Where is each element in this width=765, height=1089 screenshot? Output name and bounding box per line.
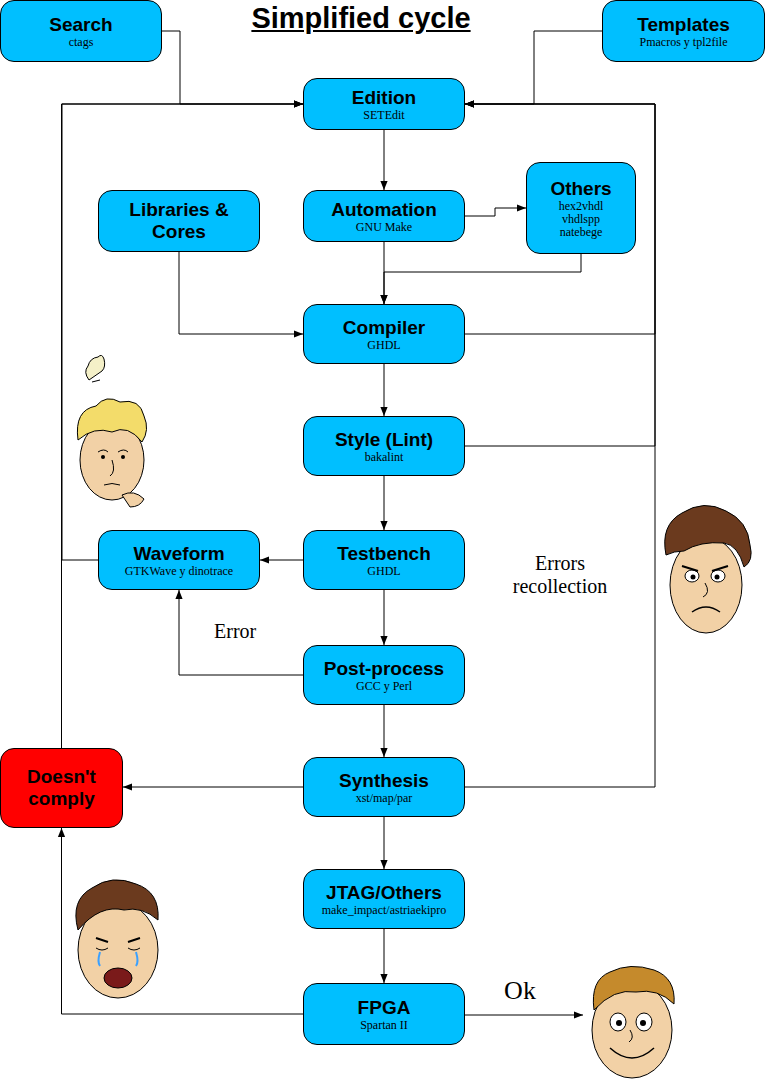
thinking-face — [77, 355, 146, 507]
flow-arrow — [62, 104, 304, 748]
process-box: TemplatesPmacros y tpl2file — [602, 0, 765, 62]
tool-name: hex2vhdl vhdlspp natebege — [541, 200, 621, 239]
step-name: Automation — [331, 199, 437, 221]
note-label: Errors recollection — [498, 552, 622, 598]
process-box: AutomationGNU Make — [303, 190, 465, 242]
process-box: Style (Lint)bakalint — [303, 416, 465, 476]
flow-arrow — [384, 130, 385, 190]
flow-arrow — [384, 242, 385, 304]
process-box: EditionSETEdit — [303, 78, 465, 130]
flow-arrow — [384, 929, 385, 983]
process-box: FPGASpartan II — [303, 983, 465, 1045]
tool-name: xst/map/par — [356, 792, 413, 805]
flow-arrow — [384, 254, 581, 304]
step-name: Doesn't comply — [7, 766, 116, 810]
flow-arrow — [384, 364, 385, 416]
step-name: Search — [49, 14, 112, 36]
ok-arrow — [465, 1015, 583, 1016]
process-box: Othershex2vhdl vhdlspp natebege — [526, 162, 636, 254]
flow-arrow — [162, 31, 303, 104]
process-box: TestbenchGHDL — [303, 530, 465, 590]
note-label: Ok — [490, 976, 550, 1006]
step-name: Waveform — [133, 543, 224, 565]
step-name: Compiler — [343, 317, 425, 339]
tool-name: GNU Make — [356, 221, 412, 234]
tool-name: GHDL — [367, 339, 400, 352]
process-box: WaveformGTKWave y dinotrace — [98, 530, 260, 590]
step-name: FPGA — [358, 997, 411, 1019]
step-name: Synthesis — [339, 770, 429, 792]
flow-arrow — [465, 31, 602, 104]
flow-arrow — [465, 208, 526, 216]
flow-arrow — [465, 104, 655, 446]
flow-arrow — [62, 828, 304, 1014]
step-name: Style (Lint) — [335, 429, 433, 451]
flow-arrow — [123, 787, 303, 788]
angry-face — [665, 505, 751, 633]
failure-box: Doesn't comply — [0, 748, 123, 828]
step-name: Post-process — [324, 658, 444, 680]
tool-name: GCC y Perl — [356, 680, 412, 693]
step-name: JTAG/Others — [326, 882, 442, 904]
process-box: Libraries & Cores — [98, 190, 260, 252]
tool-name: bakalint — [365, 451, 404, 464]
tool-name: SETEdit — [363, 109, 404, 122]
crying-face — [76, 880, 158, 998]
process-box: Post-processGCC y Perl — [303, 645, 465, 705]
flow-arrow — [465, 104, 655, 334]
flow-arrow — [260, 560, 303, 561]
flow-arrow — [179, 252, 303, 334]
process-box: Synthesisxst/map/par — [303, 757, 465, 817]
process-box: JTAG/Othersmake_impact/astriaekipro — [303, 869, 465, 929]
tool-name: GTKWave y dinotrace — [125, 565, 233, 578]
diagram-title: Simplified cycle — [200, 2, 522, 35]
flow-arrow — [384, 817, 385, 869]
process-box: Searchctags — [0, 0, 162, 62]
flow-arrow — [384, 705, 385, 757]
happy-face — [592, 966, 674, 1078]
tool-name: Spartan II — [360, 1019, 408, 1032]
step-name: Libraries & Cores — [105, 199, 253, 243]
flow-arrow — [62, 104, 303, 560]
process-box: CompilerGHDL — [303, 304, 465, 364]
step-name: Testbench — [337, 543, 431, 565]
edge-label: Error — [212, 620, 258, 643]
tool-name: ctags — [69, 36, 94, 49]
step-name: Edition — [352, 87, 416, 109]
flow-arrow — [384, 590, 385, 645]
tool-name: make_impact/astriaekipro — [322, 904, 447, 917]
flow-arrow — [384, 476, 385, 530]
flow-arrow — [465, 104, 655, 787]
step-name: Templates — [637, 14, 730, 36]
tool-name: GHDL — [367, 565, 400, 578]
tool-name: Pmacros y tpl2file — [640, 36, 728, 49]
step-name: Others — [550, 178, 611, 200]
flow-arrow — [179, 590, 303, 675]
